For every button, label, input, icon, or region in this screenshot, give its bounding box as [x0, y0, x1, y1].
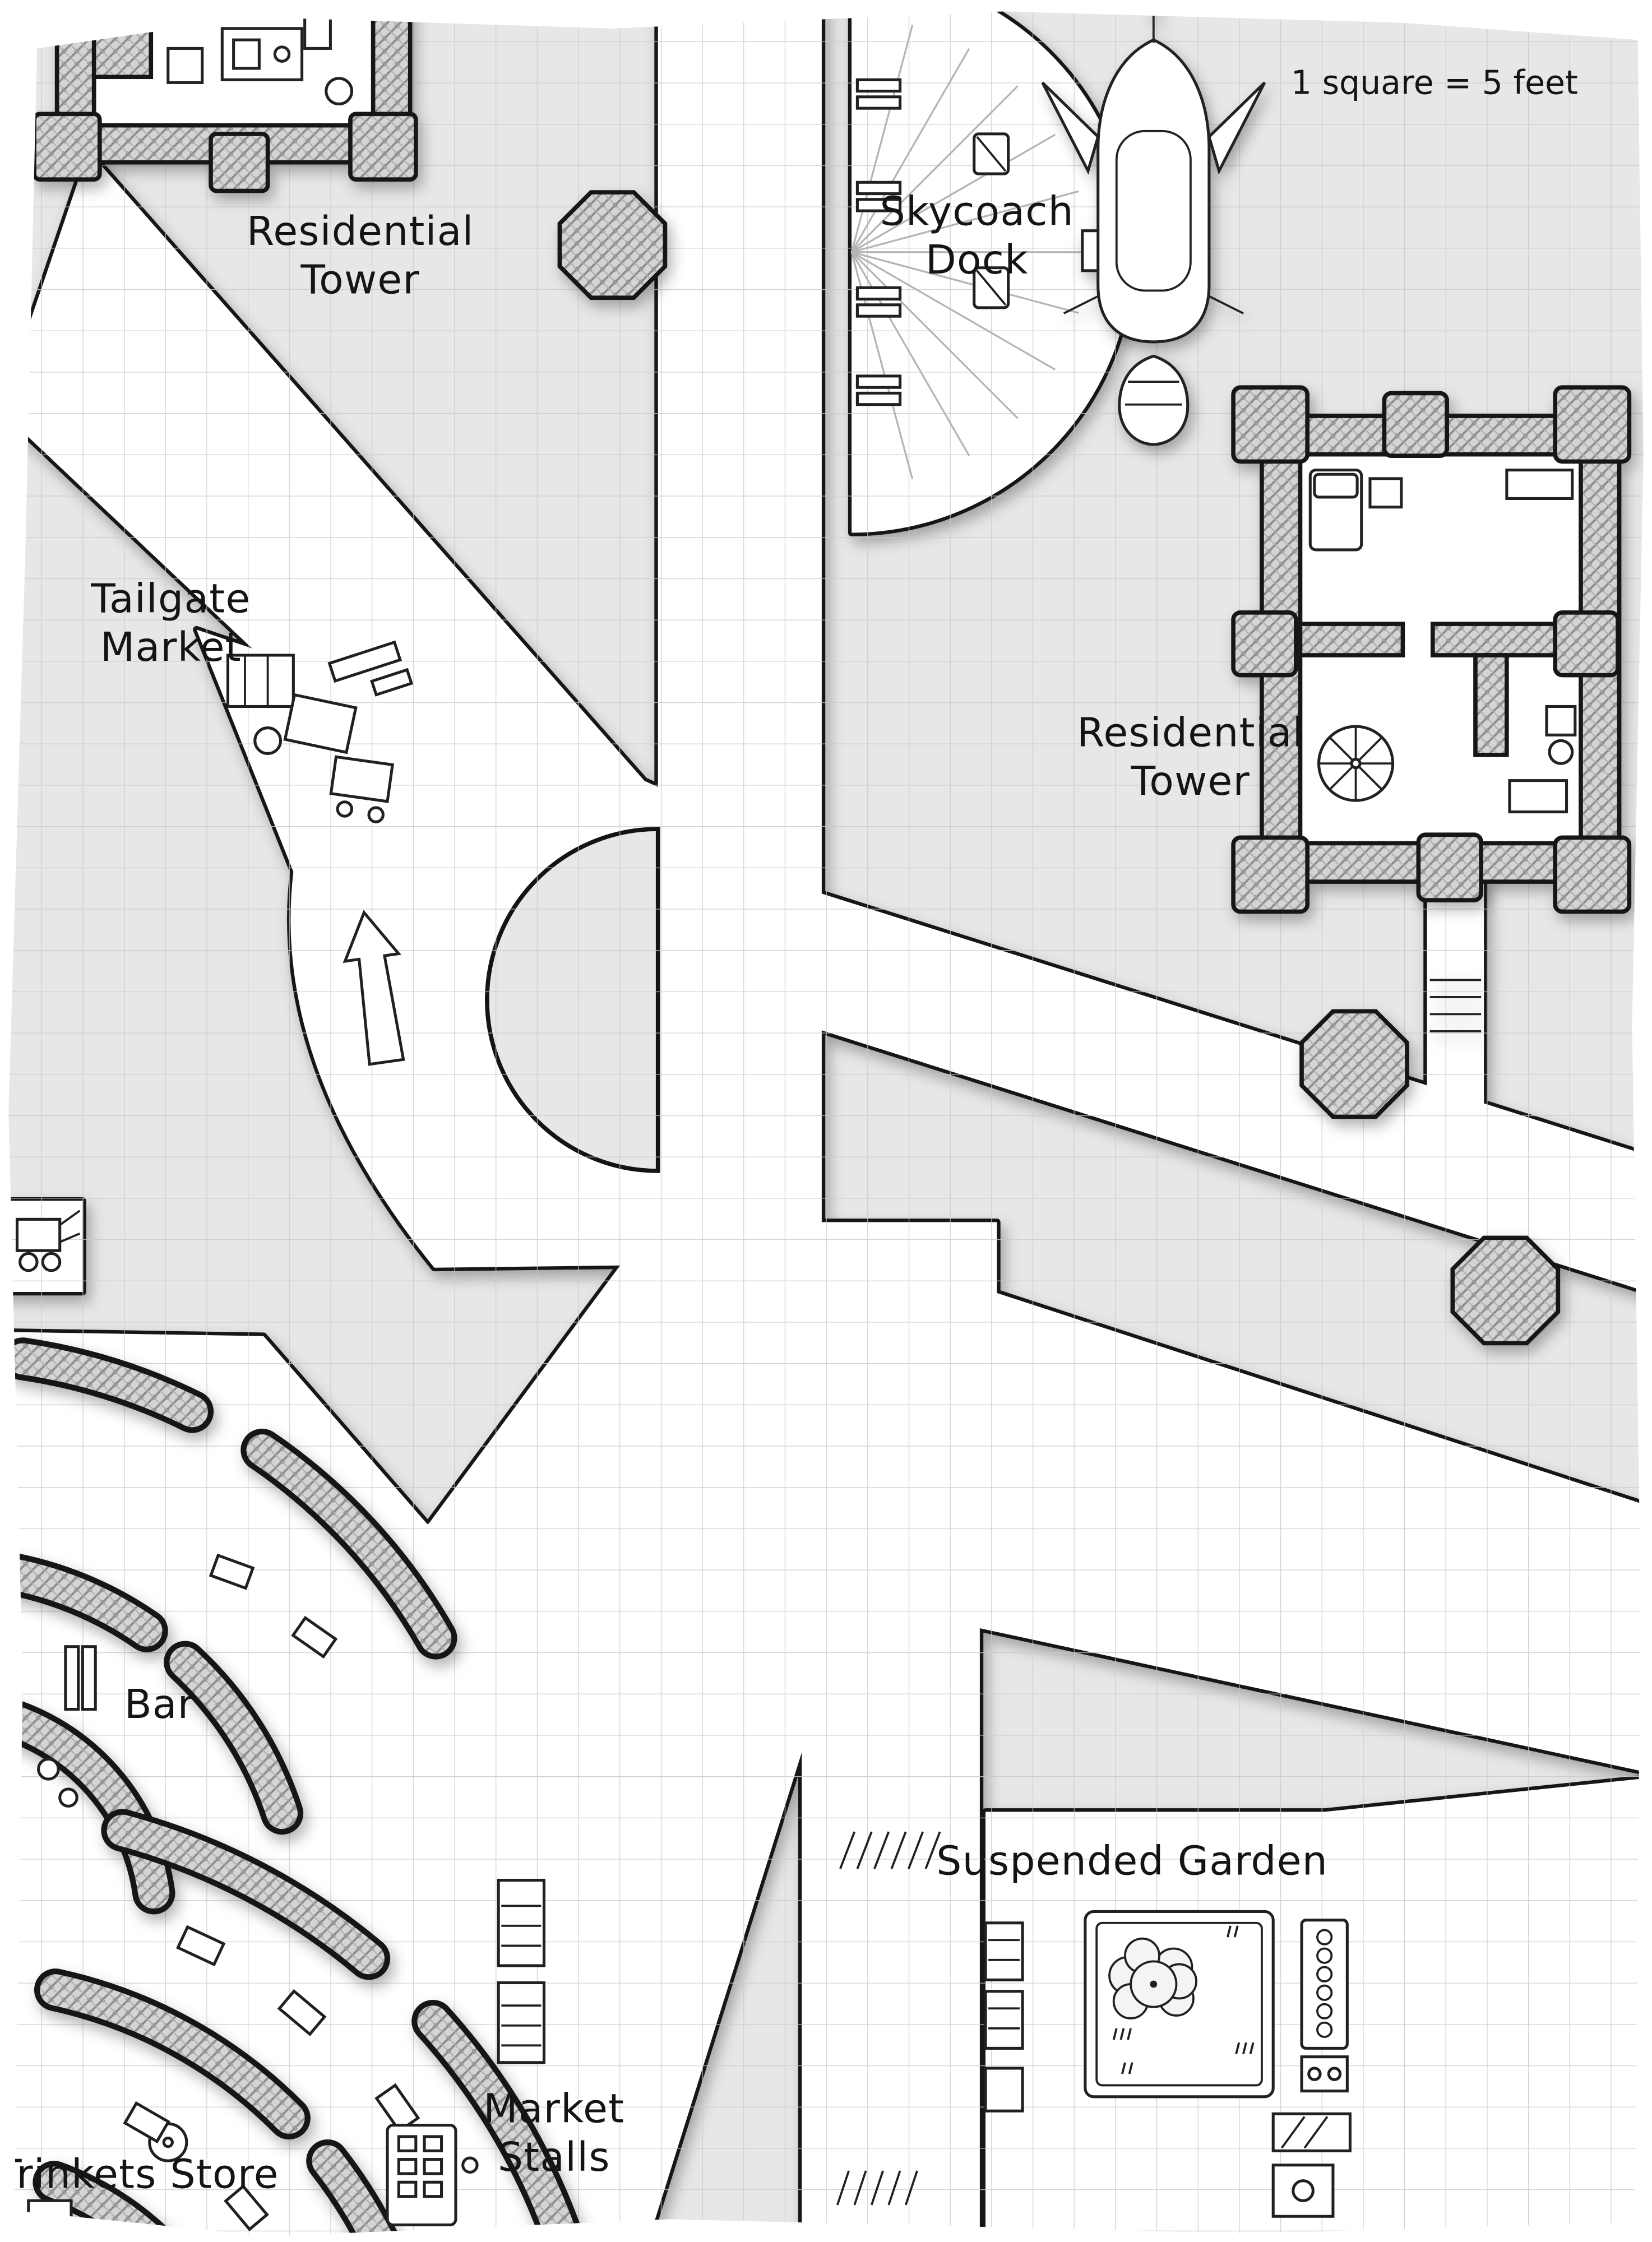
label-residential-tower-nw: Residential: [247, 208, 474, 254]
market-stalls-structures: [497, 1878, 546, 2064]
residential-tower-e-structure: [1231, 385, 1632, 1032]
airship-wing-left: [1041, 81, 1100, 175]
label-bar: Bar: [124, 1681, 195, 1727]
trinkets-walls: [33, 1809, 581, 2242]
label-residential-tower-nw-2: Tower: [300, 256, 420, 303]
label-skycoach-dock-2: Dock: [926, 237, 1029, 283]
label-trinkets-store: Trinkets Store: [0, 2151, 279, 2197]
garden-fence: [836, 1831, 941, 2206]
garden-bench: [1300, 1919, 1349, 2050]
octagon-platform-3: [1450, 1235, 1561, 1346]
airship-hull: [1096, 38, 1211, 344]
garden-tree: [1108, 1937, 1197, 2019]
airship-dinghy: [1118, 354, 1190, 446]
airship-wing-right: [1207, 81, 1266, 175]
bar-furniture: [37, 1553, 338, 1808]
label-tailgate-market: Tailgate: [90, 576, 251, 622]
hand-cart: [15, 1210, 81, 1272]
label-residential-tower-e-2: Tower: [1131, 758, 1250, 804]
label-market-stalls: Market: [483, 2086, 624, 2132]
tailgate-market-stalls: [226, 640, 414, 1066]
octagon-platform-2: [1299, 1009, 1409, 1119]
scale-note: 1 square = 5 feet: [1291, 64, 1578, 102]
skycoach-airship: [1041, 3, 1266, 446]
bridge-stairs: [1429, 979, 1482, 1032]
tower-e-furniture: [1308, 469, 1577, 814]
label-residential-tower-e: Residential: [1077, 710, 1304, 756]
labels: Residential Tower Skycoach Dock Tailgate…: [0, 64, 1578, 2198]
label-tailgate-market-2: Market: [100, 624, 242, 670]
trinkets-furniture: [27, 1925, 479, 2231]
label-market-stalls-2: Stalls: [498, 2134, 610, 2180]
suspended-garden-structures: [836, 1831, 1352, 2218]
octagon-platform-1: [557, 190, 668, 300]
grass-tufts: [1112, 1925, 1255, 2074]
label-skycoach-dock: Skycoach: [880, 188, 1074, 235]
label-suspended-garden: Suspended Garden: [936, 1837, 1328, 1884]
skycoach-dock-deck: [850, 25, 1087, 480]
direction-arrow: [343, 910, 405, 1066]
